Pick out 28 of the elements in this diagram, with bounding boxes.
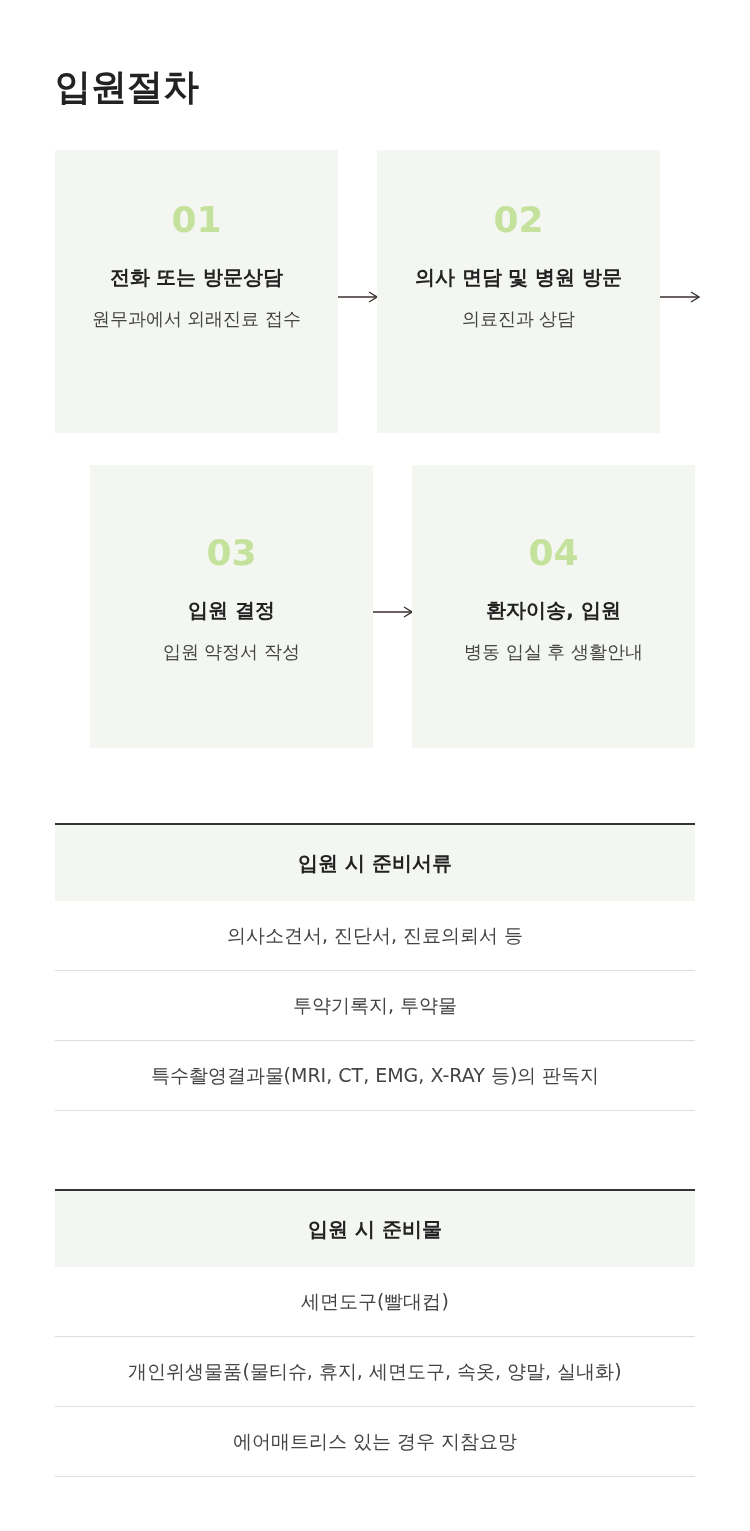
step-description: 병동 입실 후 생활안내 <box>462 640 645 664</box>
step-number: 03 <box>205 533 258 573</box>
table-header: 입원 시 준비물 <box>55 1189 695 1267</box>
step-box <box>90 465 373 748</box>
step-number: 02 <box>492 200 545 240</box>
step-title: 의사 면담 및 병원 방문 <box>413 264 624 291</box>
step-description: 원무과에서 외래진료 접수 <box>90 307 303 331</box>
arrow <box>372 606 413 618</box>
step-title: 전화 또는 방문상담 <box>108 264 285 291</box>
step-number: 01 <box>170 200 223 240</box>
step-description: 입원 약정서 작성 <box>161 640 302 664</box>
page-title: 입원절차 <box>55 65 199 109</box>
step-box <box>55 150 338 433</box>
table-cell: 특수촬영결과물(MRI, CT, EMG, X-RAY 등)의 판독지 <box>55 1041 695 1111</box>
table-header: 입원 시 준비서류 <box>55 823 695 901</box>
arrow <box>337 291 378 303</box>
table-cell: 개인위생물품(물티슈, 휴지, 세면도구, 속옷, 양말, 실내화) <box>55 1337 695 1407</box>
arrow <box>659 291 700 303</box>
table-cell: 에어매트리스 있는 경우 지참요망 <box>55 1407 695 1477</box>
step-box <box>412 465 695 748</box>
step-title: 입원 결정 <box>187 597 276 624</box>
table-cell: 투약기록지, 투약물 <box>55 971 695 1041</box>
step-box <box>377 150 660 433</box>
table-cell: 의사소견서, 진단서, 진료의뢰서 등 <box>55 901 695 971</box>
step-title: 환자이송, 입원 <box>485 597 622 624</box>
step-description: 의료진과 상담 <box>460 307 577 331</box>
table-cell: 세면도구(빨대컵) <box>55 1267 695 1337</box>
step-number: 04 <box>527 533 580 573</box>
